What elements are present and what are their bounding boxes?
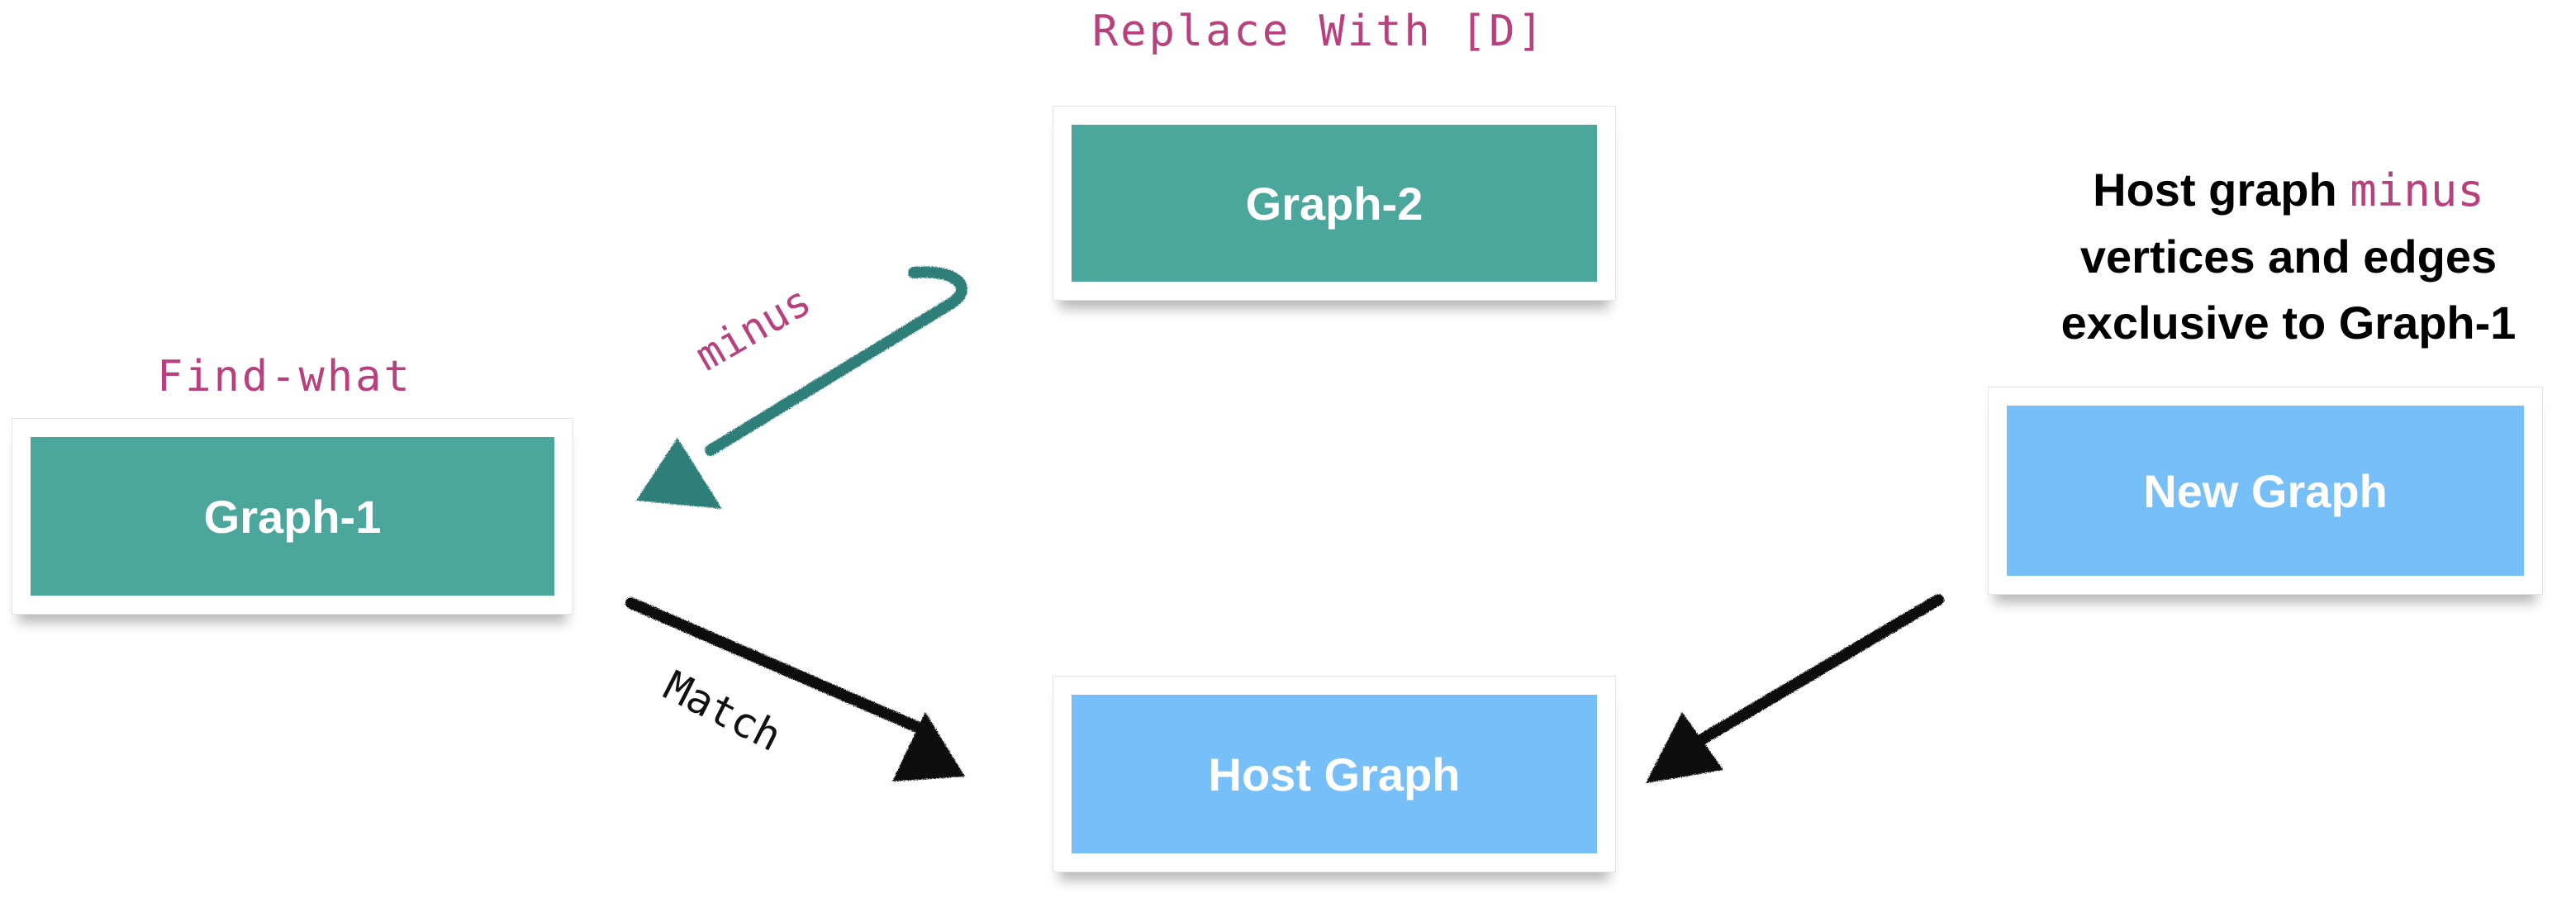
- new-graph-label: New Graph: [2007, 406, 2524, 576]
- new-graph-node: New Graph: [1988, 387, 2543, 595]
- match-arrow-shaft: [625, 597, 923, 733]
- match-arrow-head: [892, 712, 965, 781]
- replace-with-caption: Replace With [D]: [1092, 7, 1546, 56]
- minus-arrow: [636, 266, 967, 509]
- graph-1-node: Graph-1: [12, 418, 573, 615]
- minus-edge-label: minus: [687, 277, 819, 380]
- note-line-2: vertices and edges: [2079, 230, 2498, 283]
- minus-arrow-head: [636, 438, 722, 509]
- note-line-1-prefix: Host graph: [2093, 164, 2337, 216]
- find-what-caption: Find-what: [157, 352, 412, 401]
- result-arrow: [1646, 594, 1944, 783]
- result-description: Host graph minus vertices and edges excl…: [2016, 157, 2561, 356]
- minus-arrow-shaft: [705, 266, 967, 456]
- graph-2-label: Graph-2: [1072, 125, 1597, 282]
- note-line-1-minus: minus: [2350, 164, 2484, 216]
- note-line-3: exclusive to Graph-1: [2060, 297, 2517, 349]
- match-edge-label: Match: [657, 662, 789, 761]
- graph-1-label: Graph-1: [31, 437, 554, 596]
- note-line-1: Host graph minus: [2016, 157, 2561, 224]
- result-arrow-head: [1646, 712, 1723, 783]
- match-arrow: [625, 597, 965, 781]
- host-graph-label: Host Graph: [1072, 695, 1597, 853]
- result-arrow-shaft: [1696, 594, 1944, 745]
- graph-2-node: Graph-2: [1053, 106, 1616, 301]
- host-graph-node: Host Graph: [1053, 676, 1616, 872]
